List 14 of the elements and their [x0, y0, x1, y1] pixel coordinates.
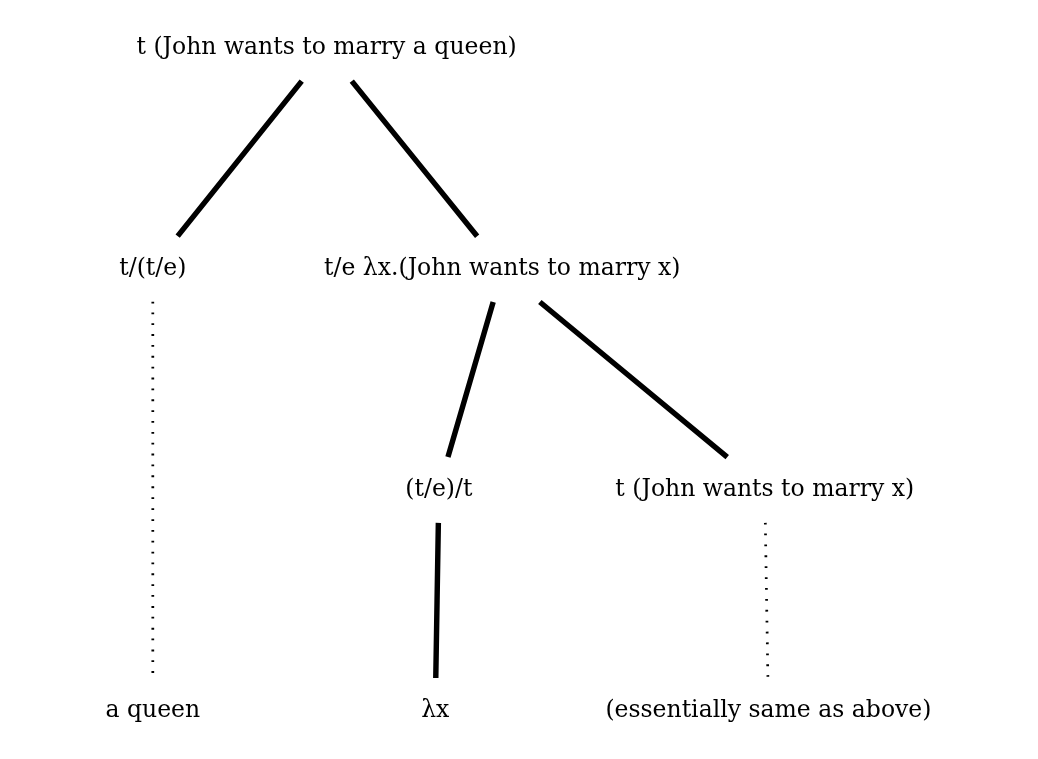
node-text: a queen	[105, 695, 201, 723]
node-text: (essentially same as above)	[605, 695, 932, 723]
connector	[175, 79, 304, 238]
node-text: (t/e)/t	[405, 474, 473, 503]
connector	[445, 301, 496, 458]
node-text: t (John wants to marry x)	[615, 474, 915, 503]
node-text: t/(t/e)	[119, 253, 187, 282]
connector	[349, 79, 480, 238]
node-text: t (John wants to marry a queen)	[136, 32, 517, 61]
connector	[763, 522, 770, 678]
node-text: t/e λx.(John wants to marry x)	[324, 253, 681, 282]
connector	[538, 299, 729, 460]
node-text: λx	[421, 695, 450, 723]
connector	[433, 522, 442, 678]
